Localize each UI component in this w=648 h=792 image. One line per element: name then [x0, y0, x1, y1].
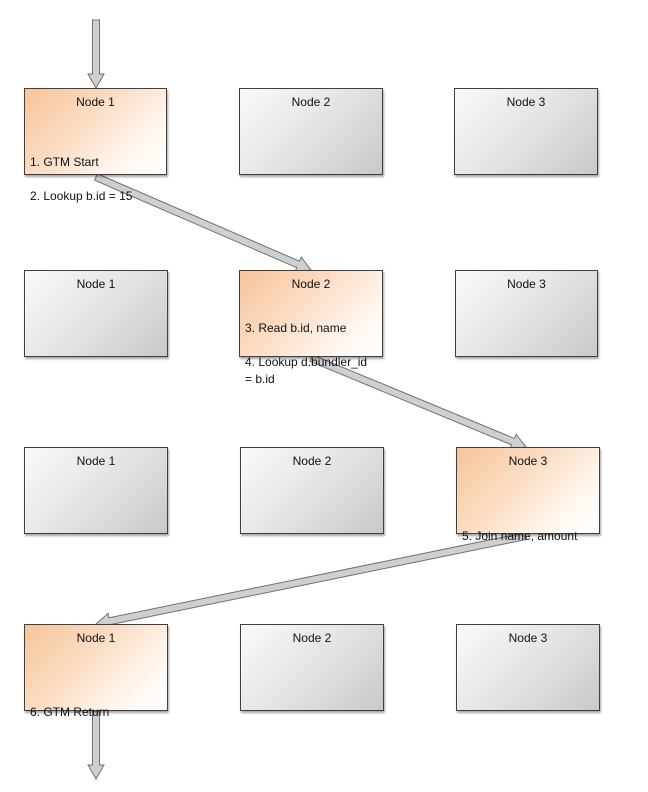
row3-node3-active: Node 3 5. Join name, amount [456, 447, 600, 543]
row4-node1-active: Node 1 6. GTM Return [24, 624, 168, 719]
step-2: 2. Lookup b.id = 15 [30, 189, 133, 203]
row2-node3: Node 3 [455, 270, 598, 357]
node-title: Node 1 [76, 277, 116, 291]
row2-node1: Node 1 [24, 270, 168, 357]
node-title: Node 3 [508, 631, 548, 645]
row1-node3: Node 3 [454, 88, 598, 175]
row2-node2-active: Node 2 3. Read b.id, name 4. Lookup d.bu… [239, 270, 383, 386]
row4-node3: Node 3 [456, 624, 600, 711]
row4-node2: Node 2 [240, 624, 384, 711]
arrow-step4-to-5 [309, 354, 527, 450]
entry-arrow [87, 19, 105, 90]
node-title: Node 3 [508, 454, 548, 468]
step-6: 6. GTM Return [30, 705, 110, 719]
node-title: Node 1 [76, 631, 116, 645]
step-list: 3. Read b.id, name 4. Lookup d.bundler_i… [245, 303, 378, 405]
exit-arrow [87, 710, 105, 781]
step-1: 1. GTM Start [30, 155, 99, 169]
row1-node1-active: Node 1 1. GTM Start 2. Lookup b.id = 15 [24, 88, 167, 203]
step-list: 1. GTM Start 2. Lookup b.id = 15 [30, 137, 162, 222]
step-4: 4. Lookup d.bundler_id = b.id [245, 355, 368, 386]
node-title: Node 2 [292, 631, 332, 645]
node-title: Node 1 [76, 454, 116, 468]
row3-node1: Node 1 [24, 447, 168, 534]
row1-node2: Node 2 [239, 88, 383, 175]
node-title: Node 2 [291, 277, 331, 291]
node-title: Node 3 [506, 95, 546, 109]
arrow-step2-to-3 [93, 173, 312, 273]
node-title: Node 3 [507, 277, 546, 291]
step-list: 6. GTM Return [30, 687, 163, 738]
step-3: 3. Read b.id, name [245, 321, 347, 335]
step-list: 5. Join name, amount [462, 511, 595, 562]
node-title: Node 2 [292, 454, 332, 468]
row3-node2: Node 2 [240, 447, 384, 534]
step-5: 5. Join name, amount [462, 529, 578, 543]
node-title: Node 2 [291, 95, 331, 109]
node-title: Node 1 [76, 95, 115, 109]
